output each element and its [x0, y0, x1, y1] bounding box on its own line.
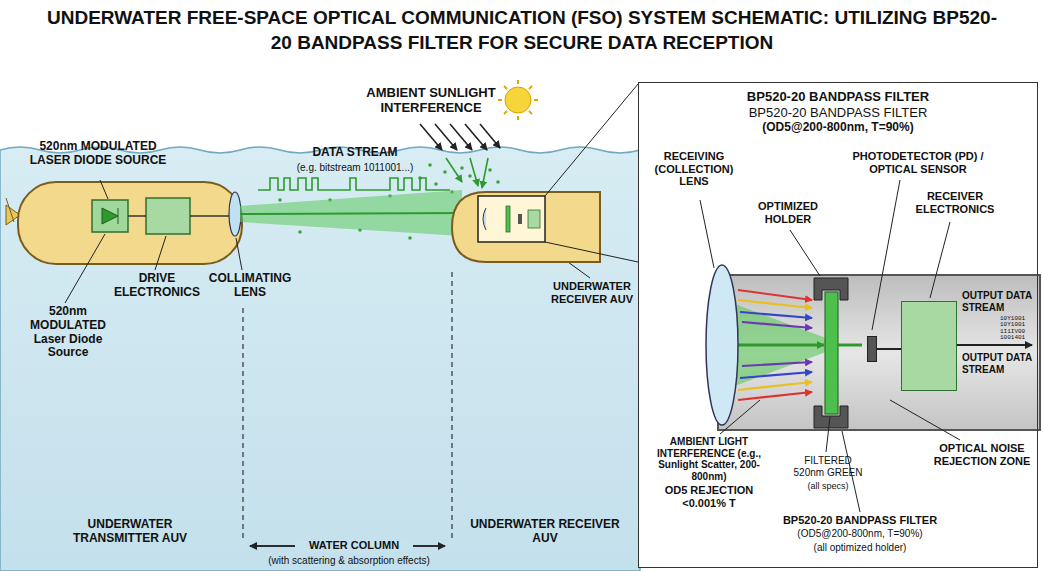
node-text: (OD5@200-800nm, T=90%) — [639, 120, 1037, 134]
label-text: DRIVE ELECTRONICS — [112, 272, 202, 300]
node-text: BP520-20 BANDPASS FILTER — [639, 83, 1037, 105]
node-text: PHOTODETECTOR (PD) / OPTICAL SENSOR — [838, 150, 998, 176]
label-text: RECEIVING (COLLECTION) LENS — [646, 150, 742, 188]
label-text: 520nm MODULATED LASER DIODE SOURCE — [28, 140, 168, 168]
label-text: AMBIENT SUNLIGHT INTERFERENCE — [360, 86, 502, 116]
label-text: OPTIMIZED HOLDER — [748, 200, 828, 225]
photodetector-box: PHOTODETECTOR (PD) / OPTICAL SENSOR — [867, 336, 877, 362]
label-text: FILTERED 520nm GREEN — [788, 455, 868, 478]
label-text: BP520-20 BANDPASS FILTER — [760, 514, 960, 527]
label-text: AMBIENT LIGHT INTERFERENCE (e.g., Sunlig… — [644, 436, 774, 482]
label-text: OUTPUT DATA STREAM — [962, 352, 1036, 375]
label-text: (e.g. bitstream 1011001...) — [265, 162, 445, 174]
label-text: (with scattering & absorption effects) — [238, 555, 460, 567]
diagram-title: UNDERWATER FREE-SPACE OPTICAL COMMUNICAT… — [40, 6, 1004, 55]
node-text: RECEIVER ELECTRONICS — [900, 190, 1010, 216]
label-text: DATA STREAM — [290, 146, 420, 160]
label-text: (all specs) — [788, 481, 868, 491]
label-text: 10Y1001 10Y1001 1I1IV00 1001401 — [1000, 316, 1034, 341]
signal-wire — [877, 348, 901, 350]
label-text: (all optimized holder) — [760, 542, 960, 554]
label-text: COLLIMATING LENS — [205, 272, 295, 300]
label-text: OPTICAL NOISE REJECTION ZONE — [932, 442, 1032, 467]
label-text: 520nm MODULATED Laser Diode Source — [18, 305, 118, 360]
node-text: BP520-20 BANDPASS FILTER — [639, 105, 1037, 121]
electronics-box: RECEIVER ELECTRONICS — [901, 301, 957, 391]
label-text: UNDERWATER TRANSMITTER AUV — [50, 518, 210, 546]
label-text: (OD5@200-800nm, T=90%) — [760, 528, 960, 540]
label-text: OUTPUT DATA STREAM — [962, 290, 1036, 313]
label-text: WATER COLUMN — [295, 539, 413, 552]
label-text: OD5 REJECTION <0.001% T — [650, 484, 768, 509]
label-text: UNDERWATER RECEIVER AUV — [465, 518, 625, 546]
label-text: UNDERWATER RECEIVER AUV — [548, 280, 636, 305]
